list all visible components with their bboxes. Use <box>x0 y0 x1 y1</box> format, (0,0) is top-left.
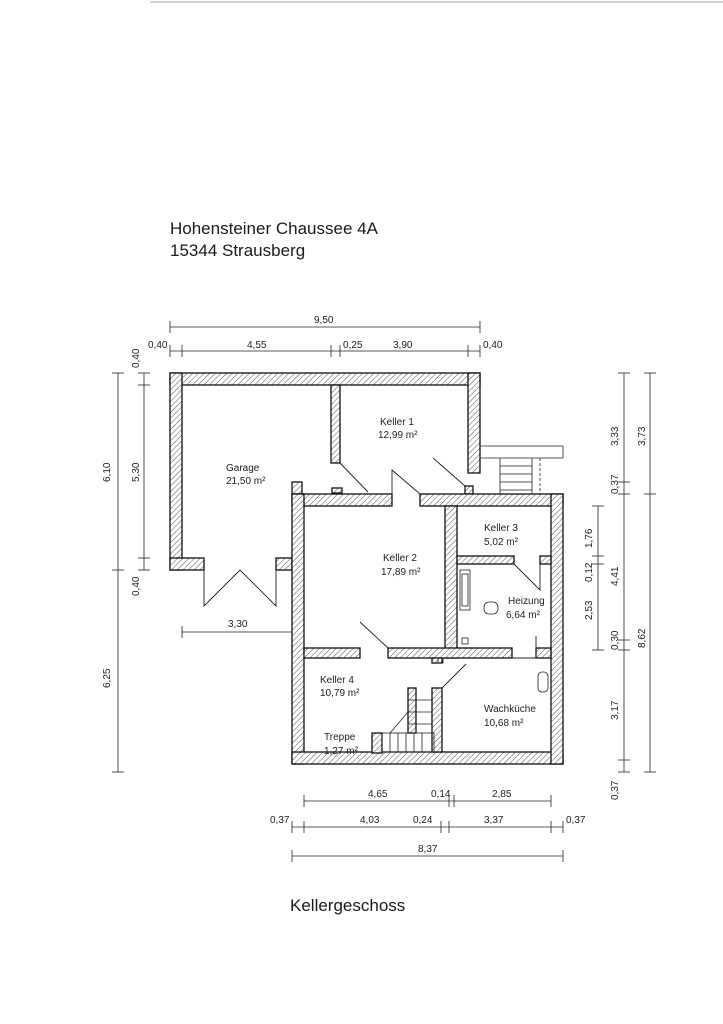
dim-right-inner-0: 1,76 <box>584 528 595 548</box>
dim-bottom2-1: 4,03 <box>360 815 380 826</box>
dim-left-inner-1: 5,30 <box>131 462 142 482</box>
address-line-2: 15344 Strausberg <box>170 241 306 260</box>
plan-title: Kellergeschoss <box>290 896 406 915</box>
dim-bottom2-0: 0,37 <box>270 815 290 826</box>
dim-right-outer-0: 3,73 <box>637 426 648 446</box>
room-area-keller2: 17,89 m² <box>381 567 421 578</box>
room-name-garage: Garage <box>226 463 260 474</box>
dim-top-total: 9,50 <box>314 315 334 326</box>
room-area-keller4: 10,79 m² <box>320 688 360 699</box>
dim-bottom1-2: 2,85 <box>492 789 512 800</box>
room-name-keller2: Keller 2 <box>383 553 417 564</box>
room-labels: Garage 21,50 m² Keller 1 12,99 m² Keller… <box>226 417 545 757</box>
doors <box>203 457 541 689</box>
dim-garage-width: 3,30 <box>228 619 248 630</box>
internal-stair <box>381 688 435 753</box>
dim-bottom-total: 8,37 <box>418 844 438 855</box>
room-area-treppe: 1,27 m² <box>324 746 359 757</box>
room-area-wachkueche: 10,68 m² <box>484 718 524 729</box>
dim-left-inner-2: 0,40 <box>131 576 142 596</box>
address-line-1: Hohensteiner Chaussee 4A <box>170 219 378 238</box>
dimension-lines <box>112 321 656 862</box>
dim-right-mid-5: 0,37 <box>610 780 621 800</box>
dim-top-1: 4,55 <box>247 340 267 351</box>
room-name-wachkueche: Wachküche <box>484 704 536 715</box>
room-name-heizung: Heizung <box>508 596 545 607</box>
room-area-garage: 21,50 m² <box>226 476 266 487</box>
dim-right-mid-0: 3,33 <box>610 426 621 446</box>
dim-top-4: 0,40 <box>483 340 503 351</box>
dim-bottom2-2: 0,24 <box>413 815 433 826</box>
dim-right-mid-1: 0,37 <box>610 474 621 494</box>
room-name-treppe: Treppe <box>324 732 356 743</box>
outer-stair <box>480 445 564 494</box>
room-name-keller3: Keller 3 <box>484 523 518 534</box>
dim-left-outer-0: 6,10 <box>102 462 113 482</box>
room-name-keller1: Keller 1 <box>380 417 414 428</box>
dimension-labels: 9,50 0,40 4,55 0,25 3,90 0,40 6,10 6,25 … <box>102 315 648 855</box>
dim-top-3: 3,90 <box>393 340 413 351</box>
dim-bottom1-1: 0,14 <box>431 789 451 800</box>
dim-right-inner-1: 0,12 <box>584 562 595 582</box>
room-area-keller3: 5,02 m² <box>484 537 519 548</box>
dim-bottom2-3: 3,37 <box>484 815 504 826</box>
dim-bottom2-4: 0,37 <box>566 815 586 826</box>
dim-bottom1-0: 4,65 <box>368 789 388 800</box>
dim-right-outer-1: 8,62 <box>637 628 648 648</box>
dim-top-2: 0,25 <box>343 340 363 351</box>
dim-left-outer-1: 6,25 <box>102 668 113 688</box>
room-area-heizung: 6,64 m² <box>506 610 541 621</box>
dim-top-0: 0,40 <box>148 340 168 351</box>
walls <box>169 372 564 765</box>
heating-fixtures <box>459 569 549 693</box>
dim-right-mid-2: 4,41 <box>610 566 621 586</box>
room-name-keller4: Keller 4 <box>320 675 354 686</box>
dim-left-inner-0: 0,40 <box>131 348 142 368</box>
dim-right-mid-3: 0,30 <box>610 630 621 650</box>
dim-right-inner-2: 2,53 <box>584 600 595 620</box>
dim-right-mid-4: 3,17 <box>610 700 621 720</box>
room-area-keller1: 12,99 m² <box>378 430 418 441</box>
